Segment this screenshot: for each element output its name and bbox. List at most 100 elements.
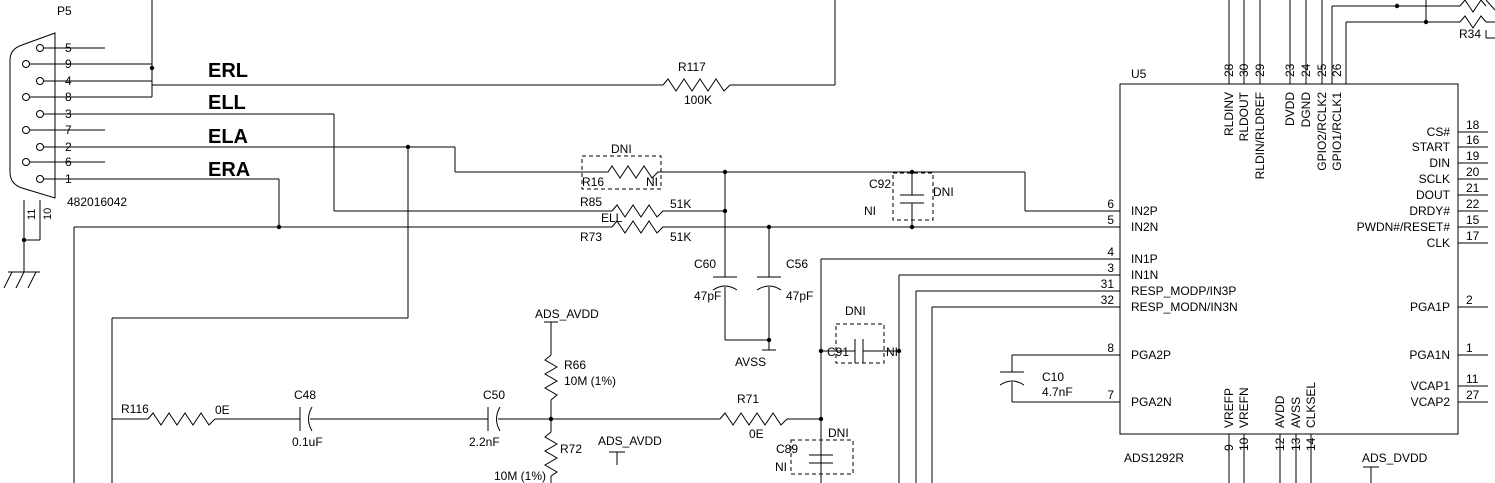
capacitor-c92: C92 DNI NI	[864, 172, 954, 221]
resistor-r72: R72 10M (1%)	[494, 431, 582, 483]
c92-dni-label: DNI	[933, 185, 954, 199]
connector-pin-leads	[30, 47, 105, 180]
ic-pin-name-in1n: IN1N	[1131, 268, 1158, 282]
ic-pin-number-8: 8	[1107, 341, 1114, 355]
ic-pin-number-30: 30	[1237, 63, 1251, 77]
power-label-ads-avdd: ADS_AVDD	[535, 307, 599, 321]
r66-ref: R66	[564, 358, 586, 372]
ic-pin-name-in2p: IN2P	[1131, 204, 1158, 218]
resistor-r66: R66 10M (1%)	[544, 354, 616, 401]
c91-dni-label: DNI	[845, 304, 866, 318]
ic-pin-number-29: 29	[1253, 63, 1267, 77]
net-label-era: ERA	[208, 159, 250, 181]
ic-part: ADS1292R	[1124, 451, 1184, 465]
r73-value: 51K	[670, 230, 691, 244]
c10-value: 4.7nF	[1042, 385, 1073, 399]
ic-pin-number-24: 24	[1299, 63, 1313, 77]
ic-pin-number-11: 11	[1466, 372, 1479, 386]
connector-ref: P5	[57, 4, 72, 18]
connector-pin-holes	[22, 44, 44, 183]
connector-pin-7: 7	[65, 123, 72, 137]
connector-pin-4: 4	[65, 74, 72, 88]
ic-pin-number-15: 15	[1466, 213, 1480, 227]
r71-ref: R71	[737, 392, 759, 406]
ic-pin-name-rldinv: RLDINV	[1222, 92, 1236, 136]
r72-ref: R72	[560, 442, 582, 456]
c91-ref: C91	[827, 345, 849, 359]
ic-pin-name-clksel: CLKSEL	[1304, 382, 1318, 428]
ic-pin-name-start: START	[1412, 140, 1451, 154]
ic-pin-number-28: 28	[1222, 63, 1236, 77]
connector-pin-11: 11	[26, 209, 38, 220]
c48-value: 0.1uF	[292, 435, 323, 449]
ic-pin-number-6: 6	[1107, 197, 1114, 211]
wires	[73, 0, 1495, 483]
ic-pin-number-16: 16	[1466, 133, 1480, 147]
ic-pin-number-17: 17	[1466, 229, 1480, 243]
ic-pin-number-27: 27	[1466, 388, 1480, 402]
resistor-r16: DNI R16 NI	[581, 142, 664, 190]
c89-ref: C89	[776, 442, 798, 456]
ic-pin-number-31: 31	[1101, 277, 1115, 291]
ic-pin-name-gpio1-rclk1: GPIO1/RCLK1	[1330, 92, 1344, 171]
ic-pin-number-26: 26	[1330, 63, 1344, 77]
ic-pin-name-rldout: RLDOUT	[1237, 91, 1251, 141]
r16-value: NI	[646, 175, 658, 189]
r117-ref: R117	[678, 60, 706, 74]
ic-pin-number-3: 3	[1107, 261, 1114, 275]
ic-pin-number-13: 13	[1289, 437, 1303, 451]
ic-pin-name-dout: DOUT	[1416, 188, 1451, 202]
ic-pin-name-pga2n: PGA2N	[1131, 395, 1172, 409]
ic-pin-number-12: 12	[1273, 437, 1287, 451]
r72-value: 10M (1%)	[494, 469, 546, 483]
chassis-ground-symbol	[3, 258, 40, 289]
ic-pin-name-pga1p: PGA1P	[1410, 300, 1450, 314]
net-label-ell: ELL	[208, 92, 246, 114]
r16-dni-label: DNI	[611, 142, 632, 156]
connector-pin-5: 5	[65, 41, 72, 55]
connector-pin-2: 2	[65, 140, 72, 154]
connector-pin-8: 8	[65, 90, 72, 104]
ic-pin-number-32: 32	[1101, 293, 1115, 307]
ic-pin-number-23: 23	[1283, 63, 1297, 77]
ic-ref: U5	[1131, 67, 1147, 81]
r34-ref: R34	[1459, 27, 1481, 41]
c92-value: NI	[864, 204, 876, 218]
ic-pin-name-pwdn-reset-: PWDN#/RESET#	[1357, 220, 1451, 234]
resistor-r34: R34	[1459, 0, 1487, 41]
ic-pin-name-resp-modp-in3p: RESP_MODP/IN3P	[1131, 284, 1236, 298]
power-label-avss: AVSS	[735, 355, 766, 369]
c60-value: 47pF	[694, 289, 721, 303]
r71-value: 0E	[749, 427, 764, 441]
c50-ref: C50	[483, 388, 505, 402]
capacitor-c10: C10 4.7nF	[999, 370, 1073, 399]
r85-ref: R85	[580, 195, 602, 209]
ic-pin-name-din: DIN	[1429, 156, 1450, 170]
ic-pin-number-7: 7	[1107, 388, 1114, 402]
connector-pin-1: 1	[65, 172, 72, 186]
connector-part: 482016042	[67, 195, 127, 209]
ic-pin-number-10: 10	[1237, 437, 1251, 451]
ic-pin-name-dvdd: DVDD	[1283, 92, 1297, 126]
ic-pin-number-25: 25	[1315, 63, 1329, 77]
resistor-r116: R116 0E	[121, 402, 230, 426]
ic-pin-name-dgnd: DGND	[1299, 92, 1313, 128]
ic-pin-name-clk: CLK	[1427, 236, 1450, 250]
c92-ref: C92	[869, 177, 891, 191]
ic-pin-name-vrefp: VREFP	[1222, 388, 1236, 428]
ic-pin-name-in1p: IN1P	[1131, 252, 1158, 266]
r85-value: 51K	[670, 197, 691, 211]
ic-pin-number-21: 21	[1466, 181, 1480, 195]
ic-pin-name-avss: AVSS	[1289, 397, 1303, 428]
c89-dni-label: DNI	[828, 426, 849, 440]
capacitor-c60: C60 47pF	[694, 257, 738, 303]
ic-pin-number-2: 2	[1466, 293, 1473, 307]
r116-value: 0E	[215, 403, 230, 417]
net-label-erl: ERL	[208, 60, 248, 82]
connector-pin-9: 9	[65, 57, 72, 71]
ic-pin-number-9: 9	[1222, 444, 1236, 451]
ic-pin-number-19: 19	[1466, 149, 1480, 163]
connector-pin-3: 3	[65, 107, 72, 121]
connector-body	[9, 32, 56, 199]
